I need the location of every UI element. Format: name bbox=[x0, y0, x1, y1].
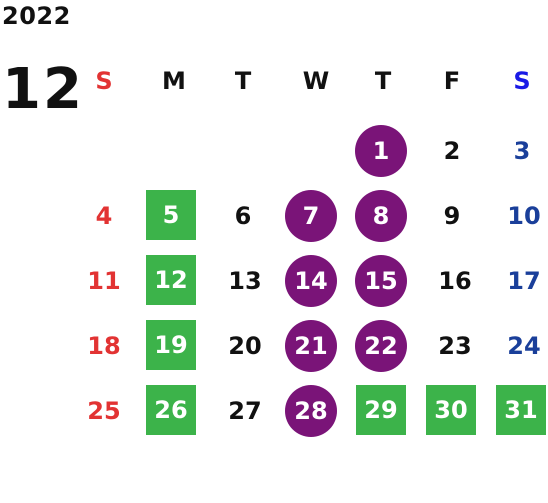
day-12[interactable]: 12 bbox=[146, 255, 196, 305]
day-7[interactable]: 7 bbox=[285, 190, 337, 242]
day-15[interactable]: 15 bbox=[355, 255, 407, 307]
day-23[interactable]: 23 bbox=[438, 332, 472, 360]
day-27[interactable]: 27 bbox=[228, 397, 262, 425]
day-9[interactable]: 9 bbox=[443, 202, 461, 230]
day-19[interactable]: 19 bbox=[146, 320, 196, 370]
weekday-tue: T bbox=[234, 67, 252, 95]
day-2[interactable]: 2 bbox=[443, 137, 461, 165]
day-29[interactable]: 29 bbox=[356, 385, 406, 435]
weekday-sun: S bbox=[95, 67, 113, 95]
day-4[interactable]: 4 bbox=[95, 202, 113, 230]
day-3[interactable]: 3 bbox=[513, 137, 531, 165]
day-6[interactable]: 6 bbox=[234, 202, 252, 230]
day-25[interactable]: 25 bbox=[87, 397, 121, 425]
weekday-thu: T bbox=[374, 67, 392, 95]
day-24[interactable]: 24 bbox=[507, 332, 541, 360]
day-13[interactable]: 13 bbox=[228, 267, 262, 295]
day-26[interactable]: 26 bbox=[146, 385, 196, 435]
day-28[interactable]: 28 bbox=[285, 385, 337, 437]
year-label: 2022 bbox=[2, 2, 71, 30]
day-17[interactable]: 17 bbox=[507, 267, 541, 295]
day-10[interactable]: 10 bbox=[507, 202, 541, 230]
weekday-sat: S bbox=[513, 67, 531, 95]
weekday-wed: W bbox=[302, 67, 330, 95]
month-number: 12 bbox=[2, 57, 84, 122]
day-14[interactable]: 14 bbox=[285, 255, 337, 307]
weekday-fri: F bbox=[443, 67, 461, 95]
day-5[interactable]: 5 bbox=[146, 190, 196, 240]
day-30[interactable]: 30 bbox=[426, 385, 476, 435]
day-31[interactable]: 31 bbox=[496, 385, 546, 435]
day-1[interactable]: 1 bbox=[355, 125, 407, 177]
day-20[interactable]: 20 bbox=[228, 332, 262, 360]
day-22[interactable]: 22 bbox=[355, 320, 407, 372]
day-18[interactable]: 18 bbox=[87, 332, 121, 360]
day-16[interactable]: 16 bbox=[438, 267, 472, 295]
day-21[interactable]: 21 bbox=[285, 320, 337, 372]
day-8[interactable]: 8 bbox=[355, 190, 407, 242]
weekday-mon: M bbox=[162, 67, 186, 95]
day-11[interactable]: 11 bbox=[87, 267, 121, 295]
